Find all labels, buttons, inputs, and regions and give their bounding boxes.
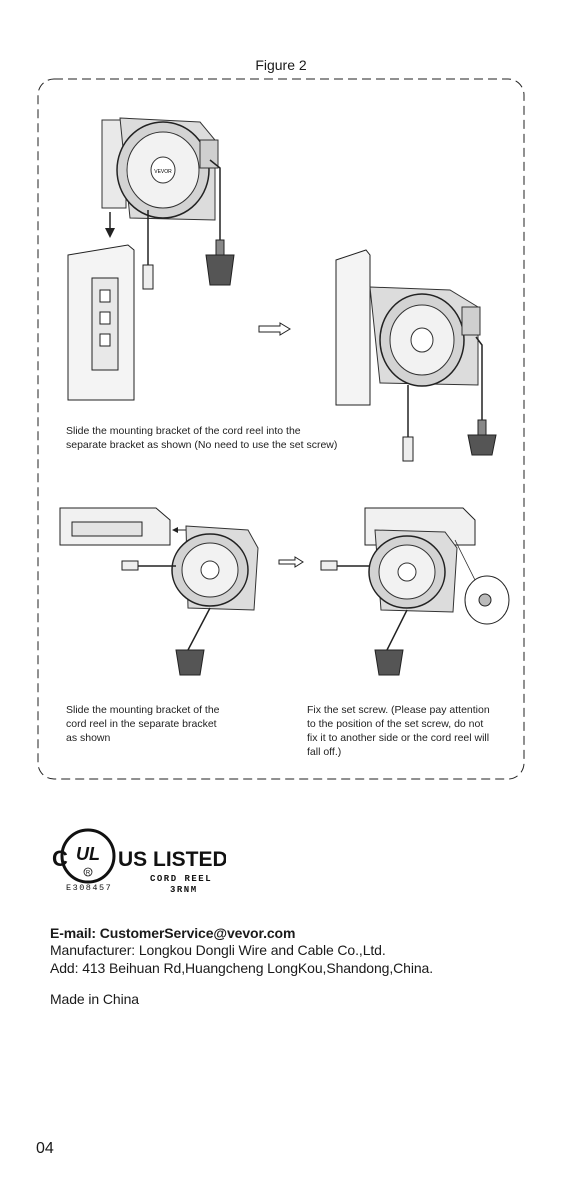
ul-c-letter: C bbox=[52, 846, 68, 871]
cord-reel-side bbox=[171, 525, 259, 611]
step2-caption-line: Slide the mounting bracket of the bbox=[66, 704, 220, 716]
separate-bracket bbox=[67, 244, 135, 401]
step3-caption: Fix the set screw. (Please pay attention… bbox=[307, 703, 490, 759]
email-line: E-mail: CustomerService@vevor.com bbox=[50, 925, 296, 941]
manufacturer-line: Manufacturer: Longkou Dongli Wire and Ca… bbox=[50, 942, 386, 958]
ul-code: 3RNM bbox=[170, 885, 198, 895]
page-number: 04 bbox=[36, 1140, 54, 1157]
arrow-right-icon bbox=[258, 322, 291, 336]
triple-outlet-icon bbox=[205, 254, 235, 286]
step3-caption-line: to the position of the set screw, do not bbox=[307, 718, 484, 730]
step3-caption-line: fix it to another side or the cord reel … bbox=[307, 732, 490, 744]
ul-file-number: E308457 bbox=[66, 883, 112, 893]
made-in-line: Made in China bbox=[50, 991, 139, 1007]
ul-product: CORD REEL bbox=[150, 874, 212, 884]
arrow-right-icon bbox=[278, 556, 304, 568]
plug-icon bbox=[121, 560, 139, 571]
reel-brand-label: VEVOR bbox=[154, 169, 172, 175]
set-screw-detail bbox=[454, 539, 510, 625]
cord-reel-front: VEVOR bbox=[101, 117, 219, 221]
cord-reel-mounted bbox=[369, 286, 481, 387]
set-screw-icon bbox=[478, 593, 492, 607]
step1-caption: Slide the mounting bracket of the cord r… bbox=[66, 424, 337, 452]
cord-reel-side bbox=[368, 529, 458, 613]
step1-caption-line: Slide the mounting bracket of the cord r… bbox=[66, 425, 301, 437]
registered-mark: R bbox=[86, 871, 91, 877]
plug-icon bbox=[142, 264, 154, 290]
plug-icon bbox=[402, 436, 414, 462]
ul-us-listed: US LISTED bbox=[118, 848, 226, 871]
address-line: Add: 413 Beihuan Rd,Huangcheng LongKou,S… bbox=[50, 960, 434, 976]
arrow-down-icon bbox=[105, 212, 115, 238]
step3-illustration bbox=[320, 507, 510, 676]
triple-outlet-icon bbox=[374, 649, 404, 676]
figure-title: Figure 2 bbox=[255, 57, 307, 73]
step2-illustration bbox=[59, 507, 259, 676]
step1-caption-line: separate bracket as shown (No need to us… bbox=[66, 439, 338, 451]
step2-caption-line: as shown bbox=[66, 732, 111, 744]
figure-frame bbox=[37, 78, 525, 780]
step3-caption-line: fall off.) bbox=[307, 746, 342, 758]
step2-caption-line: cord reel in the separate bracket bbox=[66, 718, 217, 730]
step1-result-illustration bbox=[335, 249, 497, 462]
step2-caption: Slide the mounting bracket of the cord r… bbox=[66, 703, 220, 745]
triple-outlet-icon bbox=[175, 649, 205, 676]
step3-caption-line: Fix the set screw. (Please pay attention bbox=[307, 704, 490, 716]
ul-mark: UL bbox=[76, 844, 100, 864]
step1-illustration: VEVOR bbox=[67, 117, 235, 401]
ul-listed-logo: C UL R US LISTED E308457 CORD REEL 3RNM bbox=[52, 828, 226, 895]
plug-icon bbox=[320, 560, 338, 571]
separate-bracket bbox=[71, 521, 143, 537]
triple-outlet-icon bbox=[467, 434, 497, 456]
